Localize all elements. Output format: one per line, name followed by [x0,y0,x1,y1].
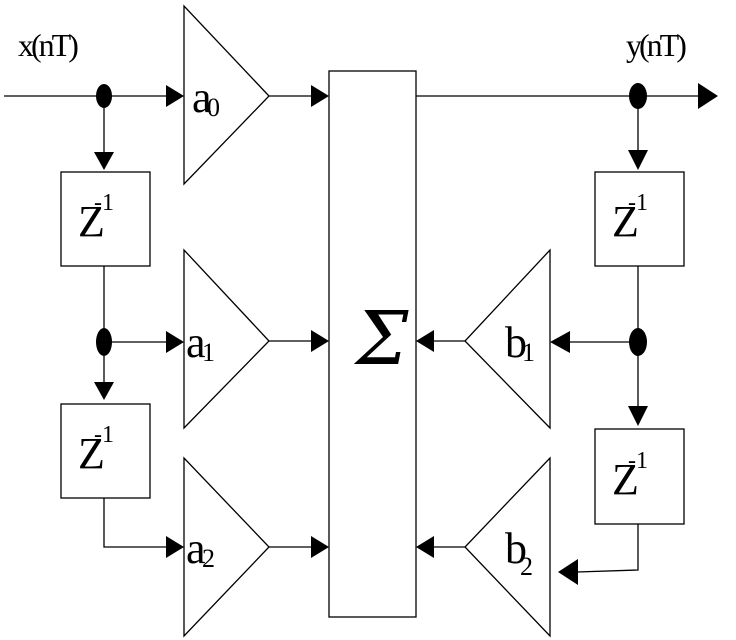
arrow-a1-into-sum [311,330,329,352]
summation-block: Σ [328,70,417,618]
delay-exponent: -1 [94,422,114,448]
arrow-a0-into-sum [311,85,329,107]
gain-b1-amplifier: b 1 [464,248,551,430]
input-delay-block-1: Z -1 [60,171,151,267]
arrow-to-b2 [558,559,578,585]
output-delay2-to-b2-line [576,524,639,573]
delay2-to-a2-line [103,498,166,548]
output-delay-block-2: Z -1 [594,428,685,525]
arrow-to-delay2 [94,382,114,400]
sigma-symbol: Σ [353,296,409,382]
delay-label: Z [78,197,105,246]
delay-exponent: -1 [94,190,114,216]
delay-exponent: -1 [628,448,648,474]
gain-b2-amplifier: b 2 [464,456,551,638]
arrow-to-b1 [550,331,570,353]
input-signal-label: x(nT) [18,27,81,63]
arrow-to-output-delay1 [628,150,648,170]
svg-text:y(nT): y(nT) [626,27,686,63]
output-arrow [698,83,718,109]
svg-text:1: 1 [522,338,535,367]
arrow-to-a0 [166,85,184,107]
svg-text:1: 1 [202,338,215,367]
delay-label: Z [612,455,639,504]
gain-a2-amplifier: a 2 [183,456,270,638]
arrow-b1-into-sum [416,330,434,352]
arrow-b2-into-sum [416,536,434,558]
arrow-to-output-delay2 [628,406,648,426]
delay-label: Z [78,429,105,478]
svg-text:0: 0 [207,93,220,122]
svg-text:2: 2 [202,544,215,573]
arrow-to-a2 [166,536,184,558]
gain-a0-amplifier: a 0 [183,4,270,186]
gain-a1-amplifier: a 1 [183,248,270,430]
output-signal-label: y(nT) [626,27,689,63]
svg-text:x(nT): x(nT) [18,27,78,63]
input-delay-block-2: Z -1 [60,403,151,499]
arrow-to-delay1 [94,152,114,170]
arrow-to-a1 [166,331,184,353]
delay-label: Z [612,197,639,246]
svg-text:2: 2 [520,552,533,581]
arrow-a2-into-sum [311,536,329,558]
delay-exponent: -1 [628,190,648,216]
output-delay-block-1: Z -1 [594,171,685,267]
